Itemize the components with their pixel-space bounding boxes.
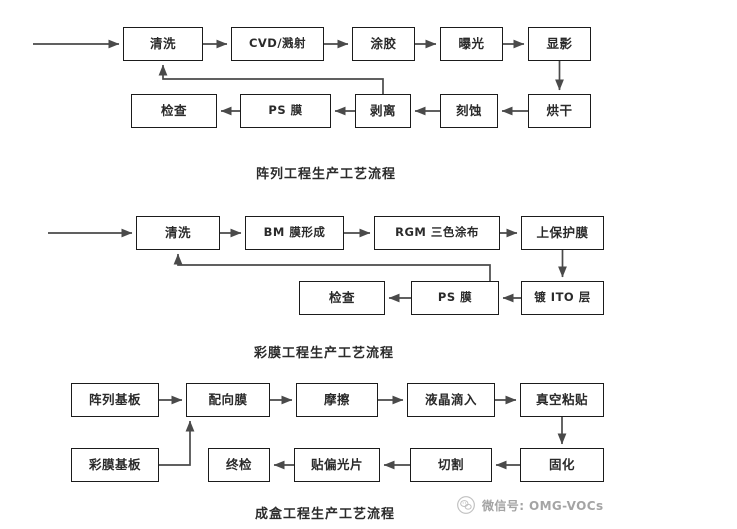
node-polarizer-attach[interactable]: 贴偏光片 [294,448,380,482]
node-curing[interactable]: 固化 [520,448,604,482]
node-bm-film-formation[interactable]: BM 膜形成 [245,216,344,250]
node-ito-layer[interactable]: 镀 ITO 层 [521,281,604,315]
node-honggan[interactable]: 烘干 [528,94,591,128]
watermark: 微信号: OMG-VOCs [456,495,604,515]
caption-cell-process: 成盒工程生产工艺流程 [255,507,396,522]
node-keshi[interactable]: 刻蚀 [440,94,498,128]
node-jiancha-cf[interactable]: 检查 [299,281,385,315]
node-cutting[interactable]: 切割 [410,448,492,482]
node-baoguang[interactable]: 曝光 [440,27,503,61]
node-qingxi-array[interactable]: 清洗 [123,27,203,61]
node-rgm-tricolor-coating[interactable]: RGM 三色涂布 [374,216,500,250]
node-lc-dropping[interactable]: 液晶滴入 [407,383,495,417]
node-cvd-sputter[interactable]: CVD/溅射 [231,27,324,61]
node-rubbing[interactable]: 摩擦 [296,383,378,417]
node-color-filter-substrate[interactable]: 彩膜基板 [71,448,159,482]
node-boli[interactable]: 剥离 [355,94,411,128]
node-jiancha-array[interactable]: 检查 [131,94,217,128]
node-ps-film-array[interactable]: PS 膜 [240,94,331,128]
node-qingxi-cf[interactable]: 清洗 [136,216,220,250]
node-xianying[interactable]: 显影 [528,27,591,61]
watermark-text: 微信号: OMG-VOCs [482,498,604,513]
node-vacuum-bonding[interactable]: 真空粘贴 [520,383,604,417]
wechat-icon [456,495,476,515]
node-final-inspection[interactable]: 终检 [208,448,270,482]
node-protective-film[interactable]: 上保护膜 [521,216,604,250]
node-ps-film-cf[interactable]: PS 膜 [411,281,499,315]
node-array-substrate[interactable]: 阵列基板 [71,383,159,417]
caption-color-filter-process: 彩膜工程生产工艺流程 [254,346,395,361]
node-tujiao[interactable]: 涂胶 [352,27,415,61]
caption-array-process: 阵列工程生产工艺流程 [256,167,397,182]
node-alignment-film[interactable]: 配向膜 [186,383,270,417]
